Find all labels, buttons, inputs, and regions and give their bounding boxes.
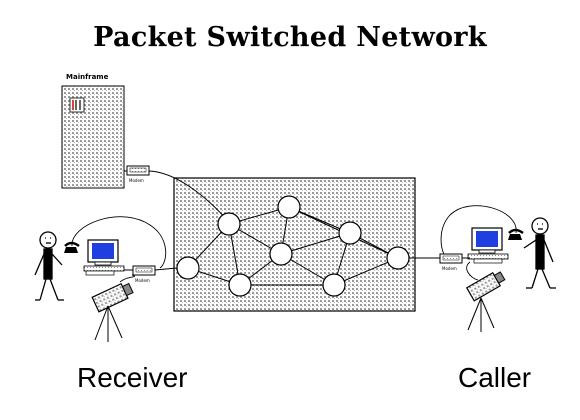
receiver-screen: [92, 243, 114, 259]
caller-person: [523, 217, 556, 289]
caller-computer: [467, 227, 509, 264]
mainframe-link: [148, 170, 230, 223]
network-node: [338, 221, 362, 245]
caller-modem-label: Modem: [442, 266, 457, 271]
mainframe-panel: [69, 97, 85, 113]
network-node: [386, 246, 410, 270]
receiver-label: Receiver: [77, 362, 188, 393]
caller-phone-icon: [508, 228, 524, 240]
network-node: [269, 242, 293, 266]
network-node: [322, 273, 346, 297]
network-node: [228, 273, 252, 297]
receiver-person: [34, 231, 64, 301]
caller-camera-icon: [465, 271, 506, 332]
receiver-modem-label: Modem: [135, 278, 150, 283]
receiver-phone-icon: [64, 241, 80, 253]
mainframe-modem-label: Modem: [129, 178, 144, 183]
mainframe: Mainframe Modem: [61, 73, 150, 189]
receiver-station: Modem: [34, 216, 178, 342]
caller-phone-wire: [440, 205, 517, 257]
receiver-computer: [83, 239, 125, 276]
network-node: [277, 195, 301, 219]
network-node: [217, 212, 241, 236]
receiver-phone-wire: [71, 216, 167, 269]
mainframe-label: Mainframe: [66, 73, 109, 81]
receiver-link: [154, 267, 178, 271]
network-node: [176, 256, 200, 280]
receiver-camera-icon: [91, 282, 134, 342]
diagram-title: Packet Switched Network: [93, 22, 487, 53]
caller-label: Caller: [458, 362, 532, 393]
caller-station: Modem: [409, 205, 556, 332]
network-nodes: [176, 195, 410, 297]
caller-screen: [476, 231, 498, 247]
